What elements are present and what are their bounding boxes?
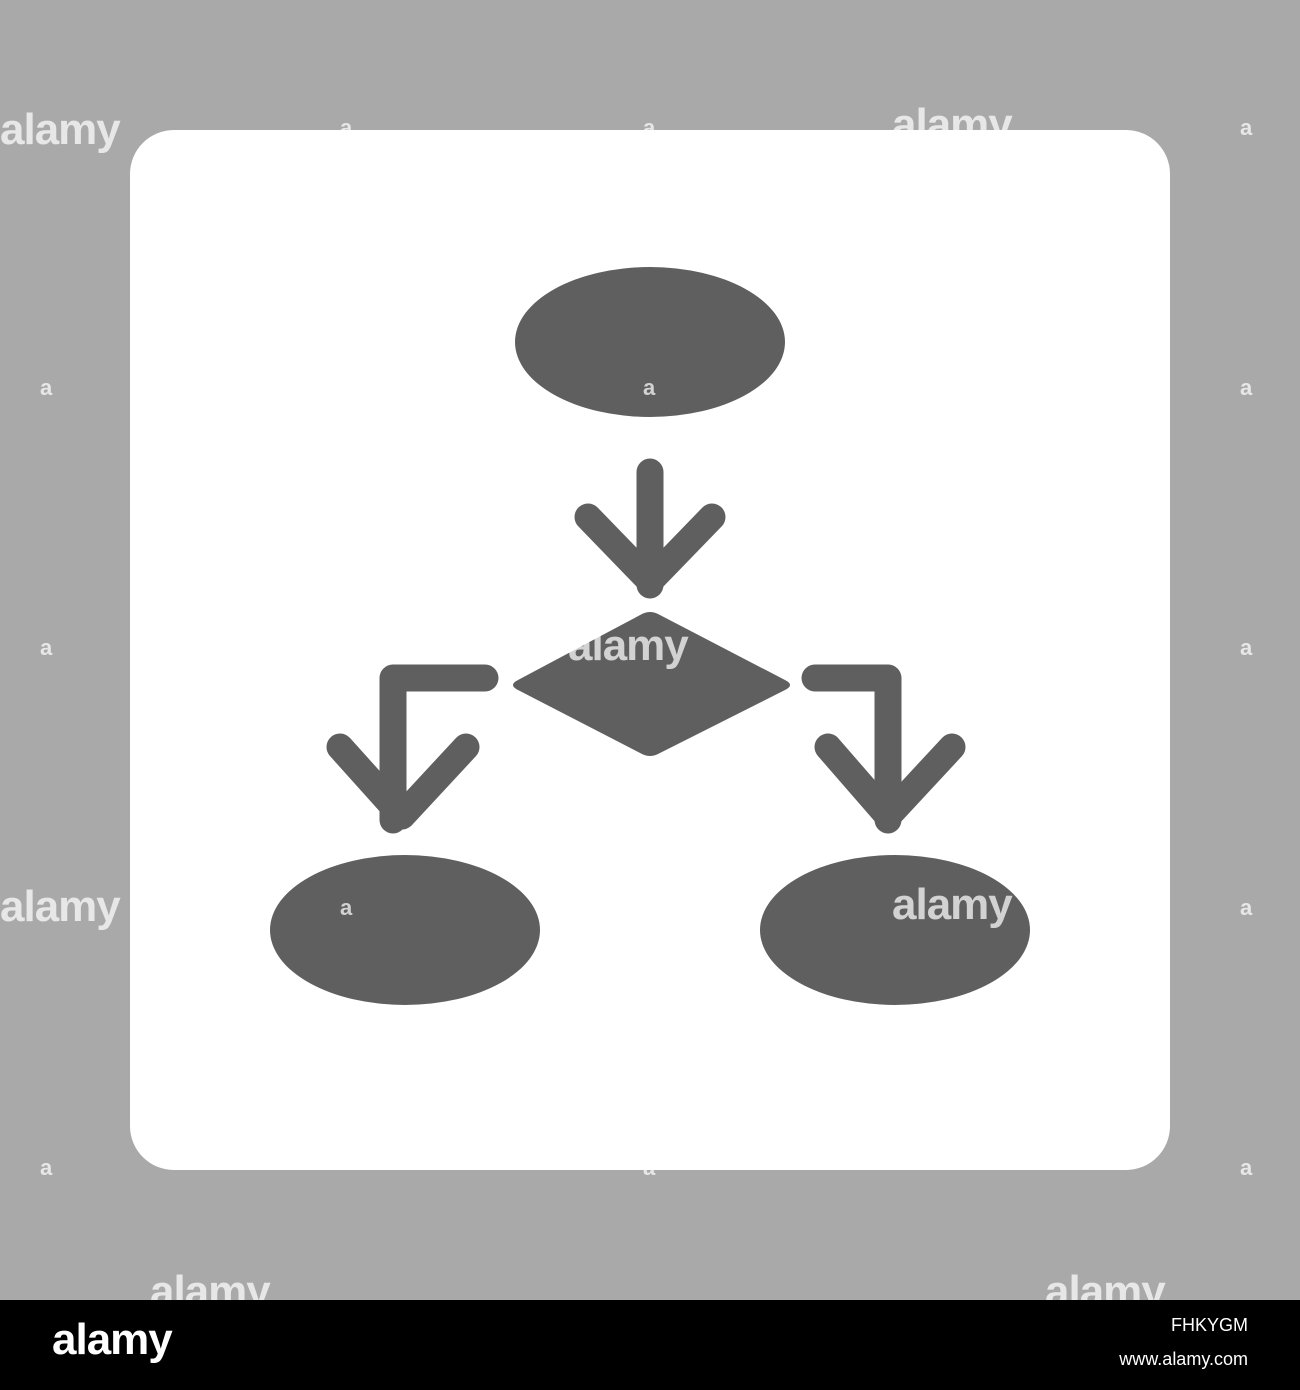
watermark-text: alamy: [892, 100, 1013, 149]
right-end-node-ellipse: [760, 855, 1030, 1005]
down-arrow-icon: [574, 458, 726, 599]
watermark-mark: a: [643, 115, 656, 140]
watermark-mark: a: [643, 1155, 656, 1180]
watermark-mark: a: [1240, 635, 1253, 660]
right-branch-arrow-icon: [801, 664, 966, 834]
stock-image: alamy alamy alamy alamy alamy alamy alam…: [0, 0, 1300, 1300]
watermark-mark: a: [643, 375, 656, 400]
watermark-mark: a: [40, 1155, 53, 1180]
watermark-text: alamy: [568, 621, 689, 670]
watermark-mark: a: [1240, 895, 1253, 920]
watermark-mark: a: [1240, 115, 1253, 140]
site-url-label[interactable]: www.alamy.com: [1119, 1349, 1248, 1369]
start-node-ellipse: [515, 267, 785, 417]
watermark-mark: a: [340, 895, 353, 920]
left-branch-arrow-icon: [326, 664, 499, 834]
watermark-text: alamy: [892, 880, 1013, 929]
watermark-text: alamy: [0, 882, 121, 931]
stock-footer-bar: alamy FHKYGM www.alamy.com: [0, 1300, 1300, 1390]
alamy-logo: alamy: [52, 1315, 173, 1364]
icon-tile: [130, 130, 1170, 1170]
watermark-mark: a: [40, 375, 53, 400]
watermark-mark: a: [1240, 375, 1253, 400]
left-end-node-ellipse: [270, 855, 540, 1005]
watermark-text: alamy: [0, 105, 121, 154]
watermark-mark: a: [340, 115, 353, 140]
watermark-mark: a: [1240, 1155, 1253, 1180]
watermark-mark: a: [40, 635, 53, 660]
image-id-label: FHKYGM: [1170, 1315, 1248, 1335]
flowchart-icon: [270, 267, 1030, 1005]
decision-node-diamond: [513, 612, 790, 756]
